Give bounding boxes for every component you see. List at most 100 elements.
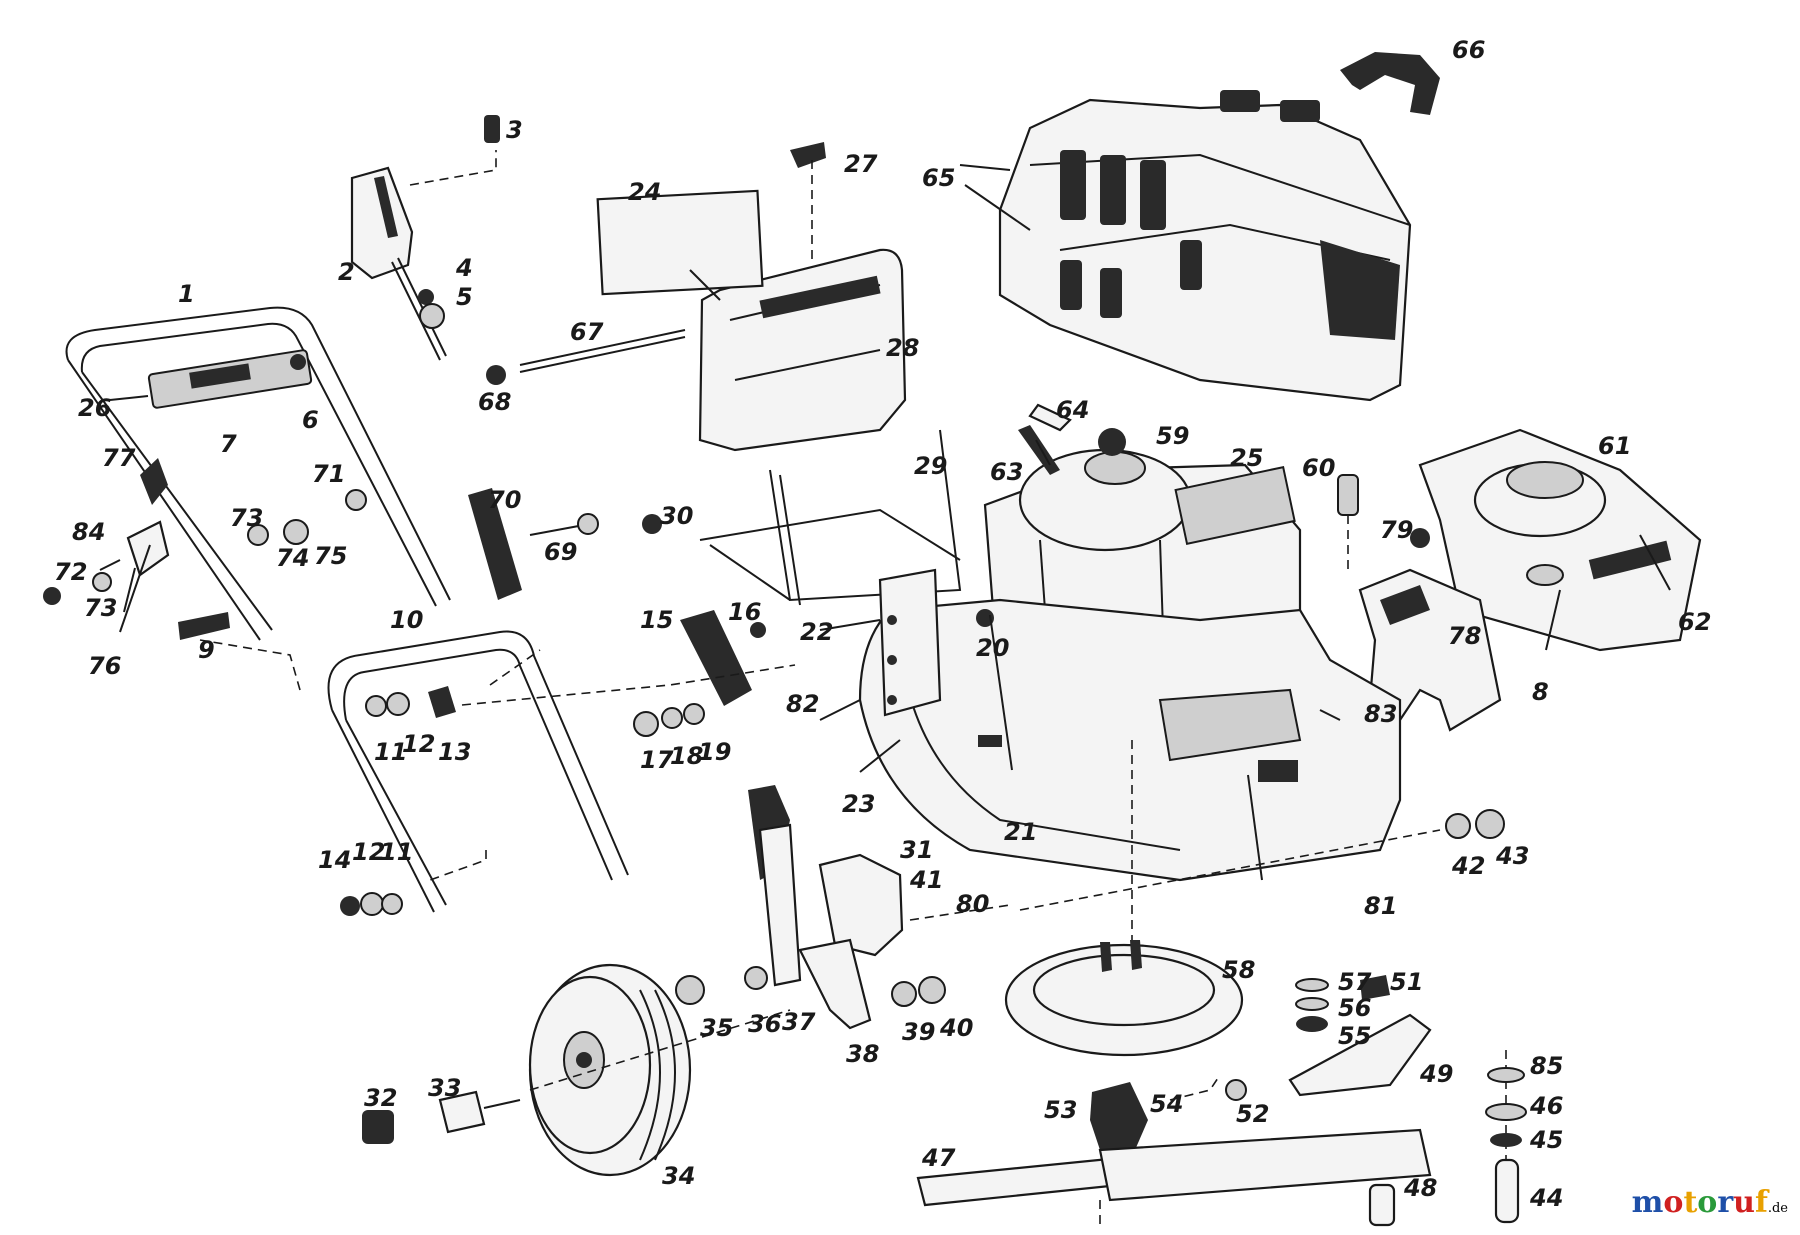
part-label: 62 [1678,608,1711,636]
watermark: motoruf.de [1632,1185,1788,1220]
wheel-assembly [362,963,791,1177]
handle-bracket [461,610,796,737]
part-label: 51 [1390,968,1423,996]
part-label: 11 [374,738,407,766]
part-label: 80 [956,890,989,918]
part-label: 53 [1044,1096,1077,1124]
grass-catcher-bag [998,90,1412,402]
part-label: 78 [1448,622,1481,650]
part-label: 55 [1338,1022,1371,1050]
watermark-text: motoruf.de [1632,1185,1788,1220]
part-label: 11 [380,838,413,866]
blade-housing-ring [1004,940,1244,1057]
part-label: 43 [1495,842,1529,870]
part-label: 16 [728,598,761,626]
part-label: 20 [976,634,1009,662]
part-label: 2 [338,258,355,286]
part-label: 73 [84,594,117,622]
upper-handle-bar [65,306,451,641]
part-label: 22 [800,618,833,646]
watermark-letter: f [1754,1185,1768,1220]
part-label: 56 [1338,994,1371,1022]
part-label: 37 [782,1008,816,1036]
part-label: 59 [1156,422,1189,450]
part-label: 7 [220,430,237,458]
part-label: 48 [1403,1174,1437,1202]
leader-lines [99,164,1671,881]
blade-assembly [916,1074,1432,1225]
part-label: 82 [786,690,819,718]
part-label: 32 [364,1084,397,1112]
part-label: 4 [455,254,473,282]
part-label: 83 [1364,700,1397,728]
part-label: 33 [428,1074,461,1102]
part-label: 65 [922,164,955,192]
watermark-letter: o [1697,1185,1718,1220]
support-bracket [642,429,962,606]
part-label: 84 [72,518,105,546]
carry-handle [1340,52,1440,115]
part-label: 9 [198,636,215,664]
part-label: 36 [748,1010,781,1038]
part-label: 5 [456,283,473,311]
part-label: 68 [478,388,511,416]
part-label: 10 [390,606,423,634]
part-label: 34 [662,1162,695,1190]
watermark-letter: o [1663,1185,1684,1220]
part-label: 41 [909,866,943,894]
part-label: 39 [902,1018,935,1046]
part-label: 8 [1532,678,1549,706]
part-label: 3 [506,116,523,144]
throttle-lever-assembly [43,458,367,640]
height-adjuster [675,785,1011,1030]
part-number-labels: 1 2 3 4 5 6 7 8 9 10 11 12 13 14 12 11 1… [54,36,1711,1212]
part-label: 38 [846,1040,879,1068]
watermark-suffix: .de [1767,1201,1788,1216]
part-label: 23 [842,790,875,818]
part-label: 15 [640,606,673,634]
part-label: 12 [402,730,435,758]
part-label: 24 [628,178,661,206]
part-label: 58 [1222,956,1255,984]
part-label: 77 [102,444,136,472]
part-label: 30 [660,502,693,530]
watermark-letters: motoruf [1632,1185,1768,1220]
handle-knob-bolt [468,488,599,600]
part-label: 67 [570,318,604,346]
blade-bolt-stack [1485,1050,1527,1224]
part-label: 73 [230,504,263,532]
part-label: 42 [1451,852,1485,880]
part-label: 18 [670,742,703,770]
part-label: 29 [914,452,947,480]
blade-plate-hardware [1288,975,1432,1227]
part-label: 27 [844,150,878,178]
lower-handle-bar [199,630,629,916]
part-label: 66 [1452,36,1485,64]
part-label: 19 [698,738,731,766]
watermark-letter: t [1683,1185,1698,1220]
part-label: 46 [1529,1092,1563,1120]
part-label: 71 [312,460,345,488]
cable-clamp-assembly [350,115,500,361]
part-label: 28 [886,334,919,362]
part-label: 63 [990,458,1023,486]
part-label: 21 [1004,818,1037,846]
part-label: 26 [78,394,111,422]
part-label: 17 [640,746,674,774]
part-label: 12 [352,838,385,866]
part-label: 57 [1338,968,1372,996]
part-label: 69 [544,538,577,566]
mower-deck [858,568,1505,1000]
part-label: 35 [700,1014,733,1042]
engine-cover [1418,428,1702,652]
grass-catcher-frame [486,142,907,452]
part-label: 70 [488,486,521,514]
part-label: 72 [54,558,87,586]
part-label: 25 [1230,444,1263,472]
watermark-letter: m [1631,1185,1664,1220]
watermark-letter: r [1717,1185,1734,1220]
part-label: 61 [1598,432,1631,460]
side-discharge-deflector [1337,474,1502,732]
